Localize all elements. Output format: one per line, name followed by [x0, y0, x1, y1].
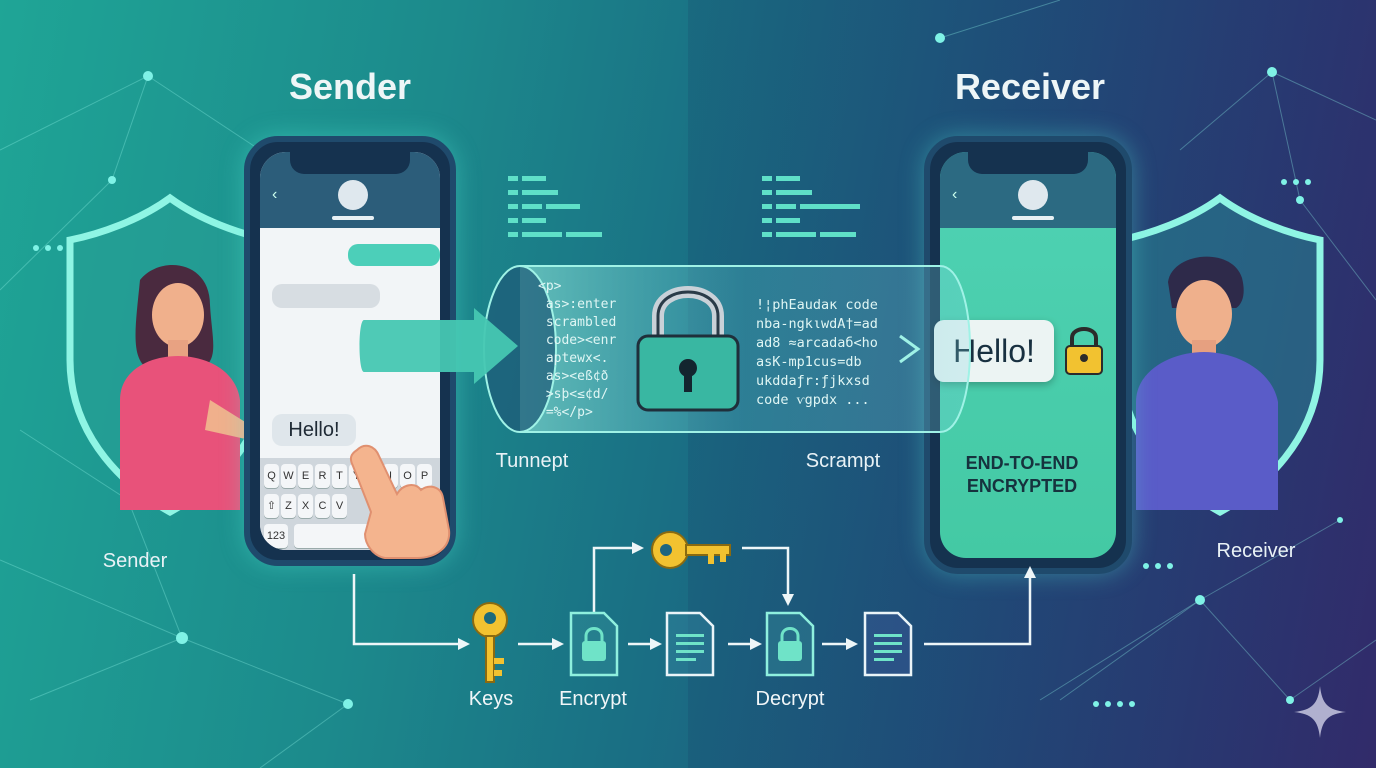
flow-connectors [352, 542, 1036, 650]
row1-key-3[interactable]: R [315, 464, 330, 488]
receiver-person-icon [1136, 256, 1278, 510]
code-lines-left [508, 176, 602, 237]
ciphertext-code: !¦phEaudaк code nba-ngkιwdA†=ad ad8 ≈arc… [756, 297, 878, 408]
key-icon [472, 602, 508, 683]
back-chevron-icon[interactable]: ‹ [952, 186, 958, 203]
phone-notch [290, 152, 410, 174]
row1-key-0[interactable]: Q [264, 464, 279, 488]
pointing-hand-icon [349, 444, 451, 559]
contact-name-bar [1012, 216, 1054, 220]
plaintext-file-icon [863, 611, 913, 677]
tunnel-lock-icon [636, 286, 740, 412]
decrypt-label: Decrypt [755, 688, 825, 710]
row3-key-3[interactable]: C [315, 494, 330, 518]
tunnel-label-right: Scrampt [805, 450, 881, 472]
contact-avatar-icon[interactable] [338, 180, 368, 210]
tunnel-label-left: Tunnept [495, 450, 569, 472]
contact-name-bar [332, 216, 374, 220]
shared-key-icon [651, 531, 731, 569]
receiver-side-label: Receiver [1216, 540, 1296, 562]
contact-avatar-icon[interactable] [1018, 180, 1048, 210]
document-icon [665, 611, 715, 677]
row3-key-1[interactable]: Z [281, 494, 296, 518]
encrypt-label: Encrypt [559, 688, 627, 710]
keys-label: Keys [468, 688, 514, 710]
plaintext-code: <p> as>:enter scrambled code><enr aptewx… [538, 279, 617, 420]
back-chevron-icon[interactable]: ‹ [272, 186, 278, 203]
decrypted-file-icon [765, 611, 815, 677]
row1-key-8[interactable]: O [400, 464, 415, 488]
row3-key-0[interactable]: ⇧ [264, 494, 279, 518]
phone-notch [968, 152, 1088, 174]
sent-bubble [348, 244, 440, 266]
e2e-badge: END-TO-END ENCRYPTED [965, 453, 1079, 496]
code-lines-right [762, 176, 860, 237]
row3-key-4[interactable]: V [332, 494, 347, 518]
row1-key-9[interactable]: P [417, 464, 432, 488]
received-bubble [272, 284, 380, 308]
sparkle-icon [1294, 686, 1346, 738]
sender-person-icon [120, 265, 250, 510]
sender-side-label: Sender [102, 550, 168, 572]
row1-key-1[interactable]: W [281, 464, 296, 488]
encryption-tunnel [483, 265, 971, 433]
numeric-key[interactable]: 123 [264, 524, 288, 548]
incoming-arrow-icon [359, 308, 518, 384]
receiver-heading: Receiver [954, 66, 1106, 107]
encrypted-file-icon [569, 611, 619, 677]
padlock-icon [1065, 327, 1103, 375]
typed-message-bubble: Hello! [272, 414, 356, 446]
row1-key-4[interactable]: T [332, 464, 347, 488]
row3-key-2[interactable]: X [298, 494, 313, 518]
sender-heading: Sender [288, 66, 412, 107]
row1-key-2[interactable]: E [298, 464, 313, 488]
